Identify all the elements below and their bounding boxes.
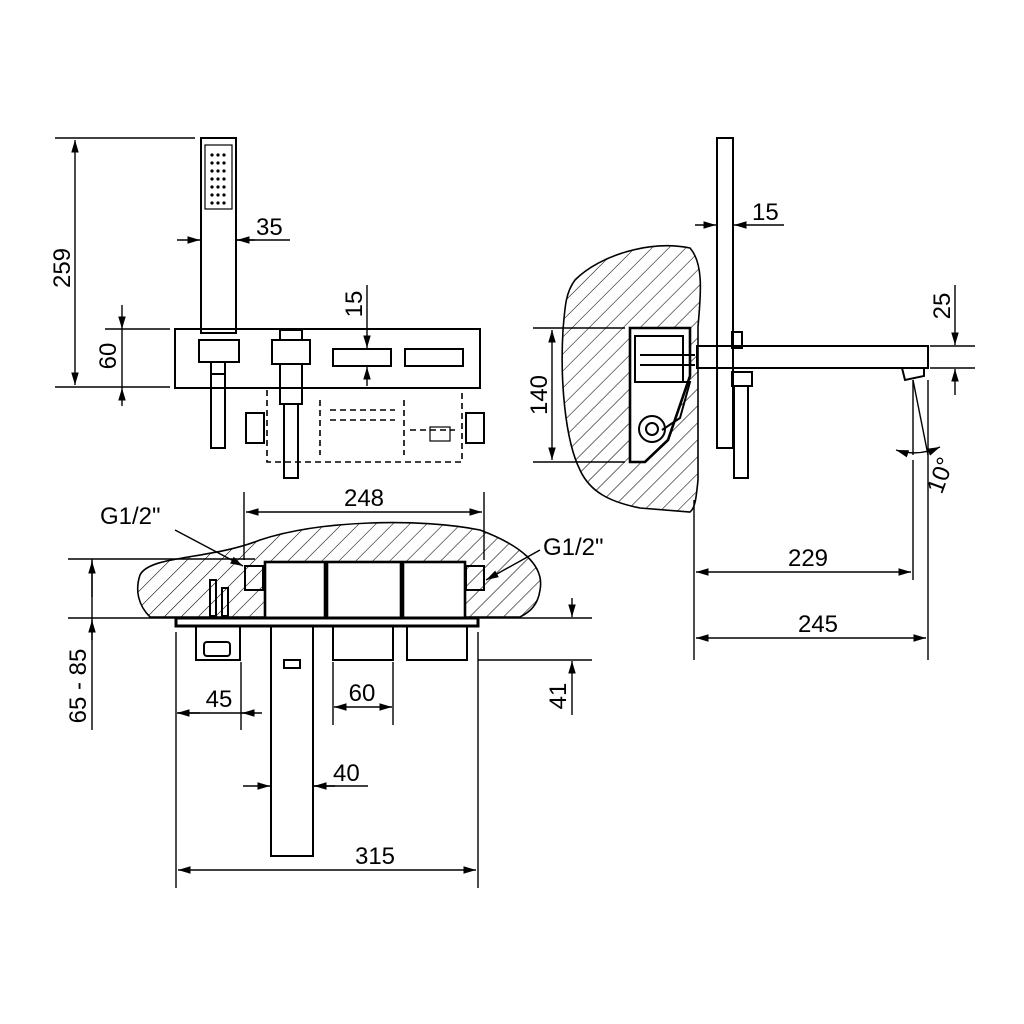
side-spout xyxy=(696,345,929,369)
inlet-right-label: G1/2" xyxy=(543,534,604,561)
dim-259-label: 259 xyxy=(49,248,76,288)
dim-embed-depth-label: 65 - 85 xyxy=(65,649,92,724)
dim-15-slot-label: 15 xyxy=(341,291,368,318)
dim-140-label: 140 xyxy=(526,375,553,415)
top-plate xyxy=(174,616,480,628)
dim-245-label: 245 xyxy=(798,611,838,638)
inlet-left-label: G1/2" xyxy=(100,503,161,530)
mixer-slot-right xyxy=(404,348,464,367)
front-view: 259 60 35 15 xyxy=(49,137,485,479)
handshower-head xyxy=(204,144,233,210)
dim-15-depth-label: 15 xyxy=(752,199,779,226)
dim-40-label: 40 xyxy=(333,760,360,787)
dim-315-label: 315 xyxy=(355,843,395,870)
dim-248-label: 248 xyxy=(344,485,384,512)
handshower-nozzles xyxy=(210,153,226,205)
handshower-body xyxy=(200,137,237,334)
dim-41-label: 41 xyxy=(545,683,572,710)
mixer-slot-left xyxy=(332,348,392,367)
dim-25-label: 25 xyxy=(929,293,956,320)
dim-229-label: 229 xyxy=(788,545,828,572)
dim-35-label: 35 xyxy=(256,214,283,241)
dim-60-vertical-label: 60 xyxy=(95,343,122,370)
concealed-box xyxy=(245,387,485,463)
top-view: 248 G1/2" G1/2" 65 - 85 41 45 60 xyxy=(65,485,604,888)
side-view: 15 140 25 10° 229 245 xyxy=(526,137,975,660)
top-spout xyxy=(270,625,314,857)
dim-45-label: 45 xyxy=(206,686,233,713)
dim-60-horizontal-label: 60 xyxy=(349,680,376,707)
mixer-body xyxy=(174,328,481,389)
side-handshower xyxy=(716,137,734,449)
